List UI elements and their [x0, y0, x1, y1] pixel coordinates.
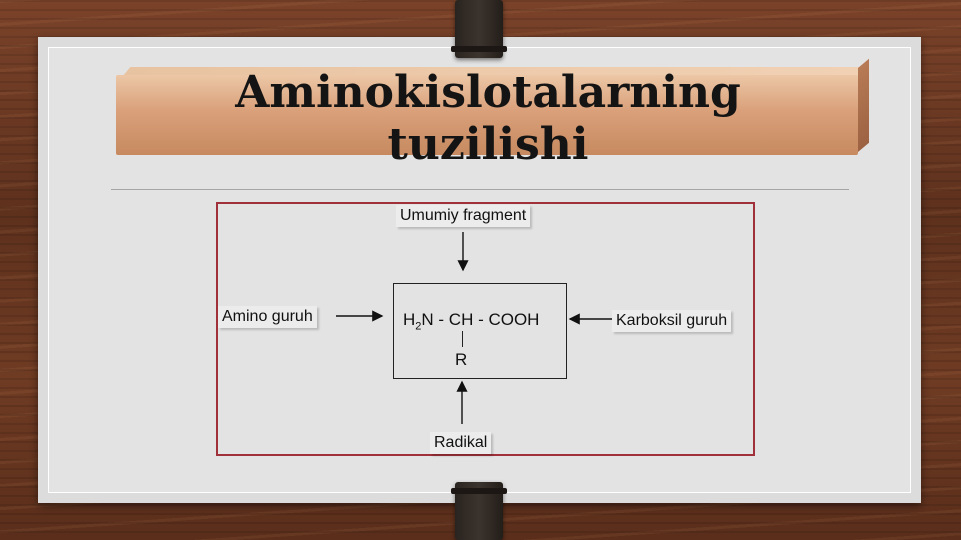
formula-rest: N - CH - COOH: [421, 310, 540, 329]
diagram-frame: [216, 202, 755, 456]
label-umumiy-fragment: Umumiy fragment: [396, 205, 531, 227]
slide-title: Aminokislotalarning tuzilishi: [138, 67, 838, 171]
radical-symbol: R: [455, 350, 468, 369]
title-divider: [111, 189, 849, 190]
binder-clip-bottom: [451, 482, 507, 540]
label-amino-guruh: Amino guruh: [218, 306, 317, 328]
formula-h: H: [403, 310, 416, 329]
binder-clip-top: [451, 0, 507, 58]
radical-bond-line: [462, 331, 463, 347]
slide-paper: Aminokislotalarning tuzilishi: [38, 37, 921, 503]
amino-acid-formula: H2N - CH - COOH: [403, 310, 539, 332]
label-radikal: Radikal: [430, 432, 492, 454]
label-karboksil-guruh: Karboksil guruh: [612, 310, 732, 332]
title-line-2: tuzilishi: [387, 119, 589, 170]
title-line-1: Aminokislotalarning: [235, 67, 741, 118]
formula-box: [393, 283, 567, 379]
formula-subscript: 2: [415, 320, 422, 333]
title-bar: [116, 75, 858, 155]
